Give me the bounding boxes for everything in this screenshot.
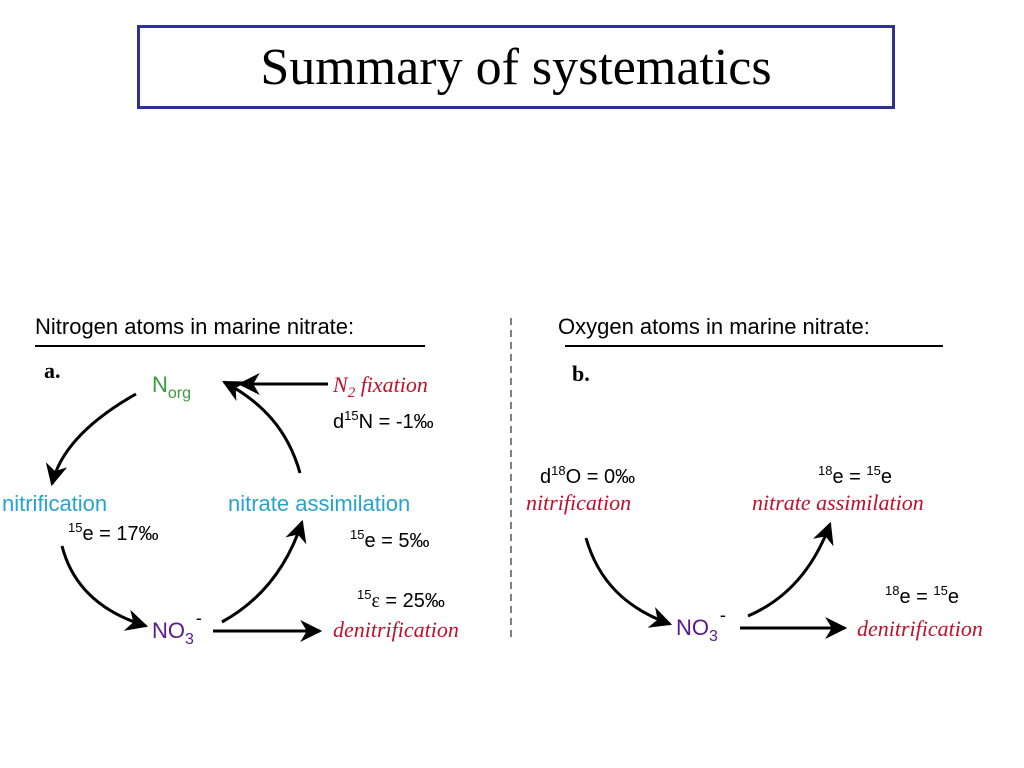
arrow-nitrate-to-assimilation [221,519,307,624]
arrow-norg-to-nitrification [45,392,137,487]
assimilation-value: 15e = 5‰ [350,527,430,552]
left-heading: Nitrogen atoms in marine nitrate: [35,314,354,339]
nitrification-label: nitrification [2,491,107,516]
o-nitrification-label: nitrification [526,490,631,515]
left-panel-label: a. [44,358,61,383]
right-heading: Oxygen atoms in marine nitrate: [558,314,870,339]
o-denitrification-label: denitrification [857,616,983,641]
arrow-nitrification-to-nitrate [60,545,149,631]
title-box: Summary of systematics [137,25,895,109]
fixation-value: d15N = -1‰ [333,408,434,433]
nitrification-value: 15e = 17‰ [68,520,159,545]
assimilation-label: nitrate assimilation [228,491,410,516]
denitrification-label-left: denitrification [333,617,459,642]
page-title: Summary of systematics [260,38,772,96]
arrow-assimilation-to-norg [222,380,302,474]
n2-fixation-label: N2 fixation [332,372,428,401]
denitrification-value: 15ε = 25‰ [357,587,445,612]
arrow-o-nitrification-to-nitrate [584,537,673,628]
n-org-label: Norg [152,372,191,402]
nitrate-label-left: NO3- [152,608,202,648]
right-panel-label: b. [572,361,590,386]
o-denitrification-value: 18e = 15e [885,583,959,608]
arrow-o-nitrate-to-assimilation [747,521,834,618]
o-nitrification-value: d18O = 0‰ [540,463,635,488]
nitrate-label-right: NO3- [676,605,726,645]
o-assimilation-label: nitrate assimilation [752,490,924,515]
o-assimilation-value: 18e = 15e [818,463,892,488]
